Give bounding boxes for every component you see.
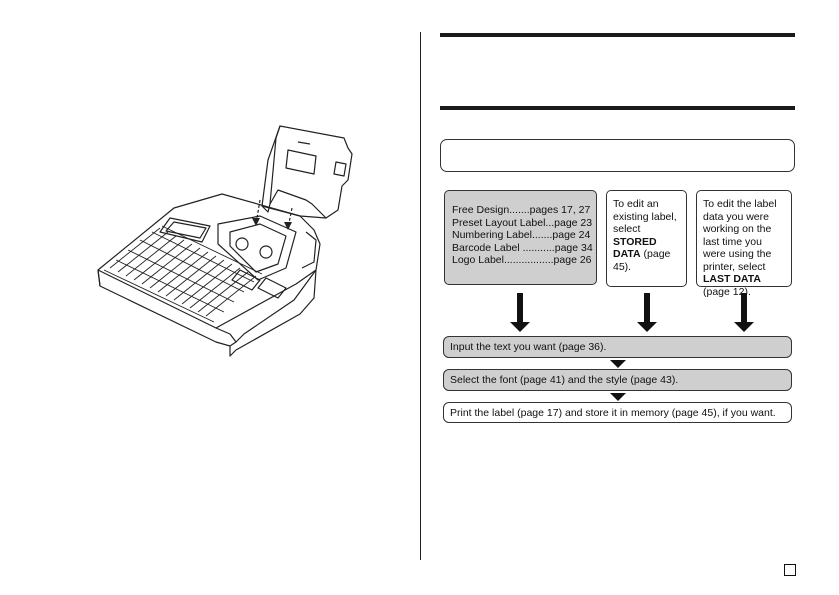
step-input-text: Input the text you want (page 36). <box>443 336 792 358</box>
step-print-label: Print the label (page 17) and store it i… <box>443 402 792 423</box>
down-arrow-icon <box>510 293 530 333</box>
last-data-keyword: LAST DATA <box>703 273 761 285</box>
step-select-font: Select the font (page 41) and the style … <box>443 369 792 391</box>
top-rule <box>440 33 795 37</box>
page-number-box <box>784 564 796 576</box>
last-data-card: To edit the label data you were working … <box>696 190 792 298</box>
step-arrow-icon <box>610 360 626 368</box>
label-type-numbering: Numbering Label.......page 24 <box>452 229 591 241</box>
page-divider <box>420 32 421 560</box>
heading-rule <box>440 106 795 110</box>
last-data-text: To edit the label data you were working … <box>703 198 777 273</box>
step-arrow-icon <box>610 393 626 401</box>
step-select-font-label: Select the font (page 41) and the style … <box>450 374 679 386</box>
step-input-text-label: Input the text you want (page 36). <box>450 341 607 353</box>
stored-data-page-ref: (page 45). <box>613 248 671 273</box>
down-arrow-icon <box>637 293 657 333</box>
label-type-barcode: Barcode Label ...........page 34 <box>452 241 593 254</box>
stored-data-keyword: STORED DATA <box>613 235 657 261</box>
printer-body-drawing <box>97 193 321 357</box>
cassette-cover-drawing <box>261 125 353 219</box>
step-print-label-label: Print the label (page 17) and store it i… <box>450 407 776 419</box>
flow-header-box <box>440 139 795 172</box>
label-type-free-design: Free Design.......pages 17, 27 <box>452 204 591 216</box>
last-data-page-ref: (page 12). <box>703 285 751 298</box>
stored-data-text: To edit an existing label, select <box>613 198 677 235</box>
down-arrow-icon <box>734 293 754 333</box>
stored-data-card: To edit an existing label, select STORED… <box>606 190 687 287</box>
label-types-card: Free Design.......pages 17, 27 Preset La… <box>444 190 597 285</box>
label-printer-illustration <box>97 125 353 357</box>
label-type-logo: Logo Label.................page 26 <box>452 254 592 266</box>
label-type-preset-layout: Preset Layout Label...page 23 <box>452 216 593 229</box>
